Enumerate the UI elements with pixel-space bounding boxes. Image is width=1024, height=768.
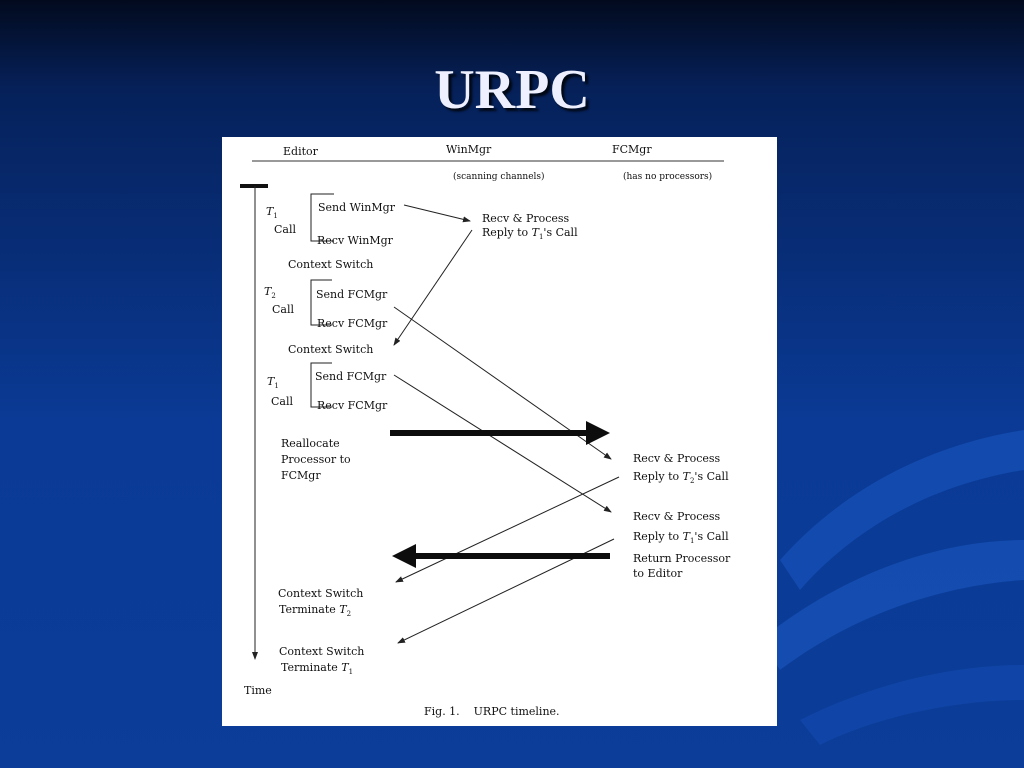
recv-fcmgr-label-1: Recv FCMgr: [317, 317, 388, 330]
fcmgr-return-line-1: Return Processor: [633, 552, 731, 565]
reallocate-line-1: Reallocate: [281, 437, 340, 450]
thread-t1-label-2: T1: [267, 375, 279, 391]
fcmgr-recv-process-2: Recv & Process: [633, 510, 721, 523]
context-switch-t1: Context Switch: [279, 645, 365, 658]
fcmgr-recv-process-1: Recv & Process: [633, 452, 721, 465]
context-switch-t2: Context Switch: [278, 587, 364, 600]
bracket-t2-call: [310, 279, 332, 326]
winmgr-header: WinMgr: [446, 143, 492, 156]
thread-t2-label: T2: [264, 285, 276, 301]
figure-caption: Fig. 1. URPC timeline.: [424, 705, 560, 718]
recv-winmgr-label: Recv WinMgr: [317, 234, 393, 247]
terminate-t2: Terminate T2: [279, 603, 352, 619]
thread-t1-label: T1: [266, 205, 278, 221]
msg-send-fcmgr-1: [393, 306, 612, 460]
reallocate-line-2: Processor to: [281, 453, 351, 466]
time-axis-label: Time: [244, 684, 272, 697]
recv-fcmgr-label-2: Recv FCMgr: [317, 399, 388, 412]
call-label-2: Call: [272, 303, 295, 316]
msg-reply-t1-winmgr: [393, 229, 473, 346]
send-winmgr-label: Send WinMgr: [318, 201, 395, 214]
send-fcmgr-label-1: Send FCMgr: [316, 288, 388, 301]
context-switch-2: Context Switch: [288, 343, 374, 356]
winmgr-note: (scanning channels): [453, 172, 545, 182]
winmgr-reply-t1: Reply to T1's Call: [482, 226, 578, 242]
editor-header: Editor: [283, 145, 318, 158]
fcmgr-note: (has no processors): [623, 172, 713, 182]
fcmgr-return-line-2: to Editor: [633, 567, 683, 580]
send-fcmgr-label-2: Send FCMgr: [315, 370, 387, 383]
call-label-3: Call: [271, 395, 294, 408]
winmgr-recv-process: Recv & Process: [482, 212, 570, 225]
fcmgr-reply-t1: Reply to T1's Call: [633, 530, 729, 546]
fcmgr-header: FCMgr: [612, 143, 652, 156]
terminate-t1: Terminate T1: [281, 661, 354, 677]
bracket-t1-call-2: [310, 362, 332, 408]
bracket-t1-call: [310, 193, 334, 242]
msg-send-fcmgr-2: [393, 374, 612, 513]
timeline-lines: [240, 160, 724, 660]
reallocate-line-3: FCMgr: [281, 469, 321, 482]
context-switch-1: Context Switch: [288, 258, 374, 271]
msg-send-winmgr: [403, 204, 471, 223]
call-label-1: Call: [274, 223, 297, 236]
msg-reply-t2-fcmgr: [395, 476, 620, 583]
urpc-timeline-figure: Editor WinMgr FCMgr (scanning channels) …: [222, 137, 777, 726]
slide-title: URPC: [434, 59, 590, 121]
fcmgr-reply-t2: Reply to T2's Call: [633, 470, 729, 486]
